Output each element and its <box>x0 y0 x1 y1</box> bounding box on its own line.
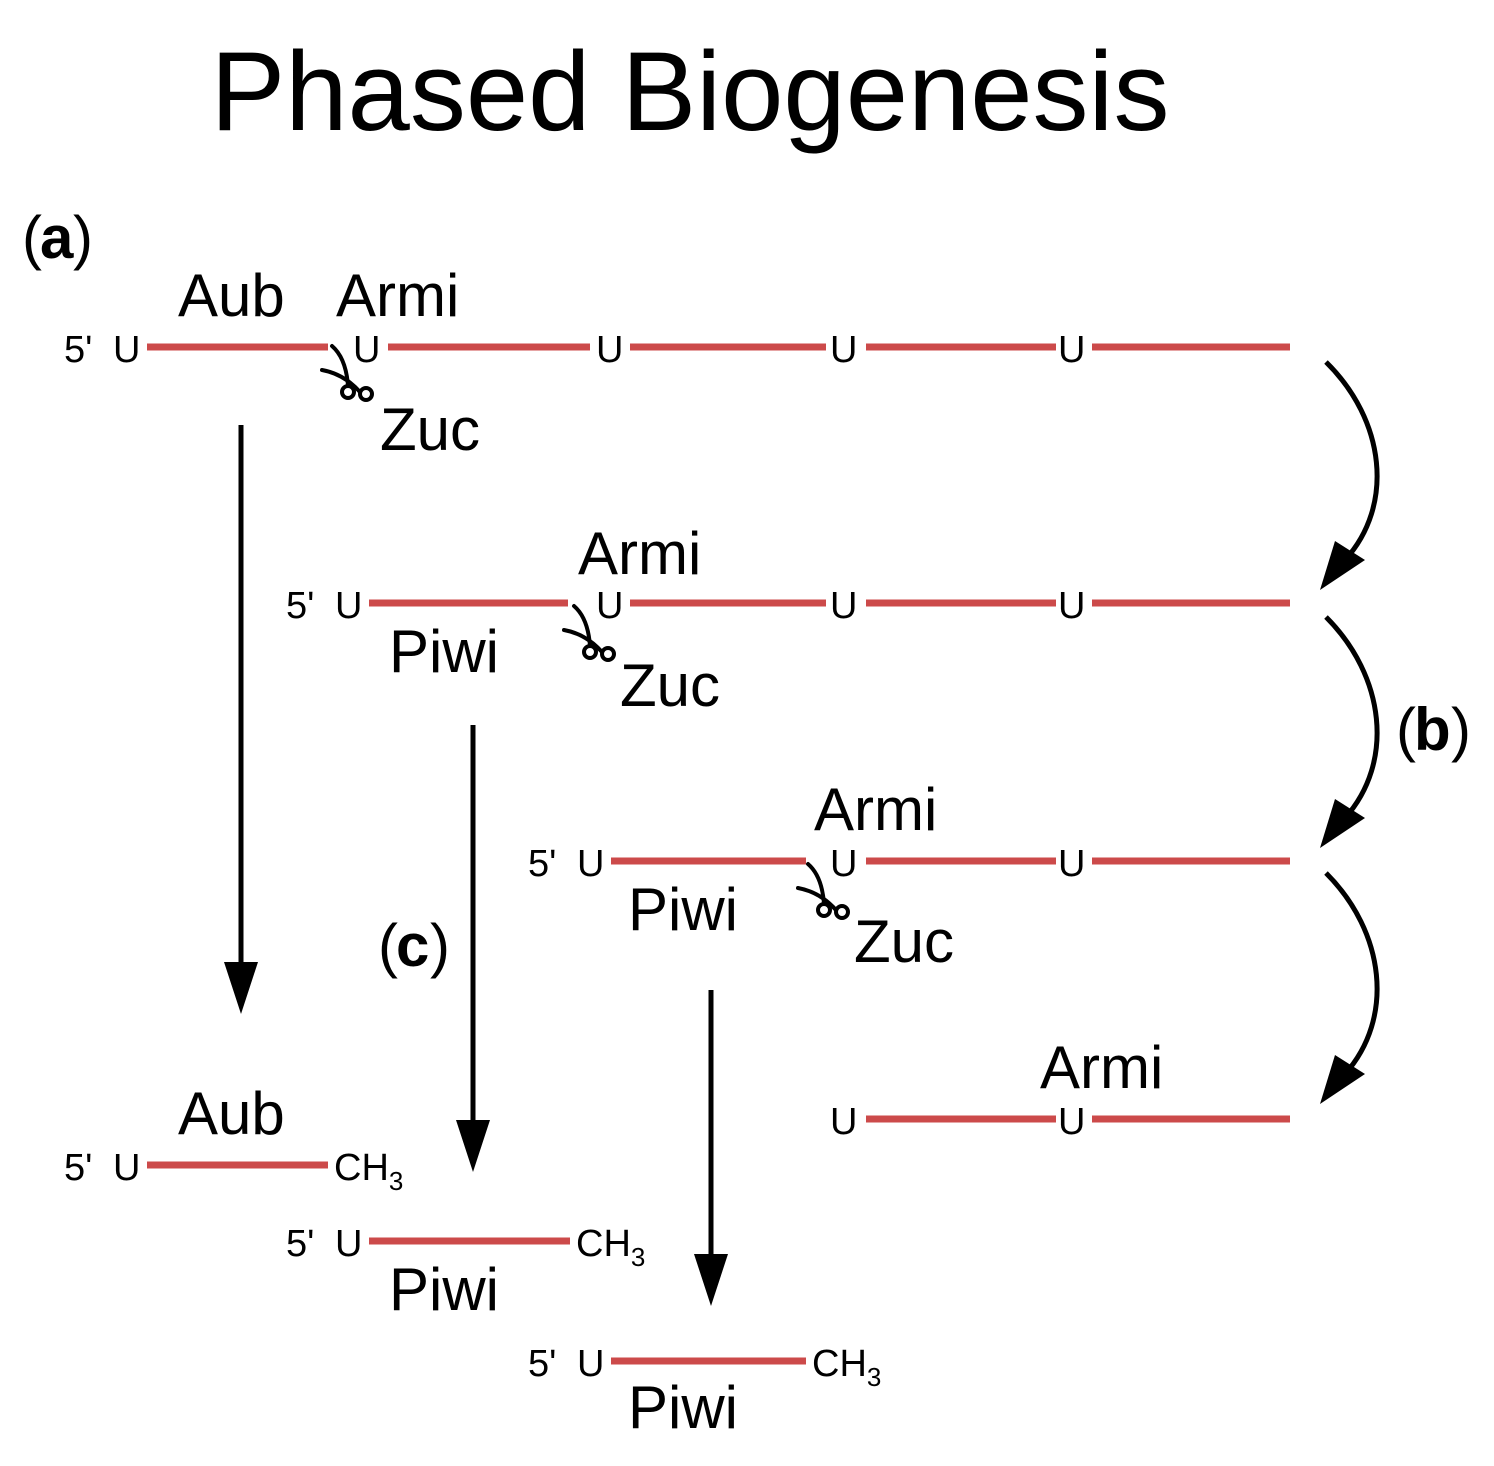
label-a: ( a ) <box>22 204 93 271</box>
mature-pirna-piwi-2: 5' U CH3 Piwi <box>528 1343 881 1441</box>
u-nucleotide: U <box>596 585 623 627</box>
armi-label: Armi <box>336 262 459 329</box>
methyl-group-label: CH3 <box>576 1223 645 1272</box>
piwi-label: Piwi <box>389 1256 499 1323</box>
row-1-transcript: 5' U U U U U Aub Armi Zuc <box>64 262 1290 463</box>
label-b-letter: b <box>1414 696 1451 763</box>
label-a-letter: a <box>40 204 74 271</box>
armi-label: Armi <box>1040 1034 1163 1101</box>
u-nucleotide: U <box>830 1101 857 1143</box>
u-nucleotide: U <box>577 843 604 885</box>
zuc-label: Zuc <box>380 396 480 463</box>
label-b: ( b ) <box>1396 696 1471 763</box>
label-a-open-paren: ( <box>22 204 42 271</box>
u-nucleotide: U <box>1058 585 1085 627</box>
u-nucleotide: U <box>830 585 857 627</box>
u-nucleotide: U <box>113 329 140 371</box>
label-c-close-paren: ) <box>430 912 450 979</box>
piwi-label: Piwi <box>389 618 499 685</box>
five-prime-label: 5' <box>64 329 92 371</box>
methyl-subscript: 3 <box>389 1166 403 1196</box>
methyl-subscript: 3 <box>867 1362 881 1392</box>
label-c: ( c ) <box>378 912 450 979</box>
label-b-close-paren: ) <box>1451 696 1471 763</box>
u-nucleotide: U <box>577 1343 604 1385</box>
methyl-ch: CH <box>812 1343 867 1385</box>
u-nucleotide: U <box>830 843 857 885</box>
methyl-subscript: 3 <box>631 1242 645 1272</box>
scissors-icon <box>796 862 850 920</box>
row-3-transcript: 5' U U U Armi Piwi Zuc <box>528 776 1290 975</box>
scissors-icon <box>320 344 374 402</box>
u-nucleotide: U <box>113 1147 140 1189</box>
methyl-ch: CH <box>576 1223 631 1265</box>
label-c-letter: c <box>396 912 429 979</box>
curved-arrow-icon <box>1320 360 1380 590</box>
u-nucleotide: U <box>353 329 380 371</box>
methyl-group-label: CH3 <box>812 1343 881 1392</box>
arrow-down-icon <box>456 725 490 1172</box>
curved-arrow-icon <box>1320 871 1380 1104</box>
aub-label: Aub <box>178 262 285 329</box>
five-prime-label: 5' <box>286 585 314 627</box>
five-prime-label: 5' <box>64 1147 92 1189</box>
armi-label: Armi <box>814 776 937 843</box>
mature-pirna-aub: Aub 5' U CH3 <box>64 1080 403 1196</box>
five-prime-label: 5' <box>528 843 556 885</box>
five-prime-label: 5' <box>286 1223 314 1265</box>
u-nucleotide: U <box>830 329 857 371</box>
scissors-icon <box>562 604 616 662</box>
u-nucleotide: U <box>1058 1101 1085 1143</box>
row-4-transcript: U U Armi <box>830 1034 1290 1143</box>
label-c-open-paren: ( <box>378 912 398 979</box>
row-2-transcript: 5' U U U U Armi Piwi Zuc <box>286 520 1290 719</box>
curved-arrow-icon <box>1320 615 1380 848</box>
arrow-down-icon <box>694 990 728 1306</box>
zuc-label: Zuc <box>620 652 720 719</box>
mature-pirna-piwi-1: 5' U CH3 Piwi <box>286 1223 645 1323</box>
arrow-down-icon <box>224 425 258 1014</box>
piwi-label: Piwi <box>628 1374 738 1441</box>
u-nucleotide: U <box>1058 329 1085 371</box>
u-nucleotide: U <box>1058 843 1085 885</box>
zuc-label: Zuc <box>854 908 954 975</box>
u-nucleotide: U <box>596 329 623 371</box>
u-nucleotide: U <box>335 585 362 627</box>
label-a-close-paren: ) <box>73 204 93 271</box>
label-b-open-paren: ( <box>1396 696 1416 763</box>
methyl-group-label: CH3 <box>334 1147 403 1196</box>
methyl-ch: CH <box>334 1147 389 1189</box>
diagram-title: Phased Biogenesis <box>211 29 1170 154</box>
five-prime-label: 5' <box>528 1343 556 1385</box>
u-nucleotide: U <box>335 1223 362 1265</box>
aub-label: Aub <box>178 1080 285 1147</box>
piwi-label: Piwi <box>628 876 738 943</box>
armi-label: Armi <box>578 520 701 587</box>
